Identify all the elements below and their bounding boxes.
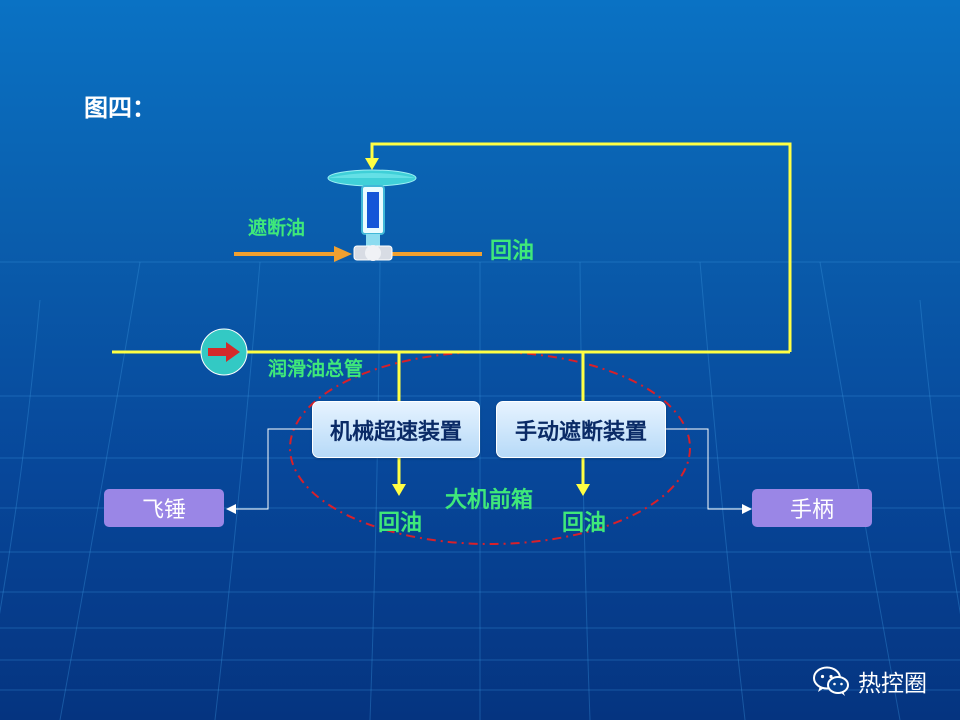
return-oil-label-right: 回油 (562, 510, 607, 536)
handle-arrow-head (742, 504, 752, 514)
connector-to-handle (664, 428, 746, 510)
mechanical-overspeed-box: 机械超速装置 (312, 401, 480, 458)
oil-loop-pipe (370, 142, 792, 352)
page-title: 图四： (84, 93, 156, 122)
valve-icon (327, 169, 417, 261)
return-oil-label-left: 回油 (378, 510, 423, 536)
return-arrow-left (392, 484, 406, 496)
hammer-arrow-head (226, 504, 236, 514)
watermark: 热控圈 (812, 664, 927, 698)
return-oil-label-top: 回油 (490, 238, 535, 264)
connector-to-hammer (232, 428, 312, 510)
loop-arrow-head (365, 158, 379, 170)
front-box-label: 大机前箱 (445, 487, 534, 513)
cutoff-oil-label: 遮断油 (248, 217, 306, 239)
wechat-icon (813, 666, 849, 696)
manual-trip-box: 手动遮断装置 (496, 401, 666, 458)
return-arrow-right (576, 484, 590, 496)
handle-pill: 手柄 (752, 489, 872, 527)
flow-direction-icon (200, 328, 248, 376)
cutoff-arrow-head (334, 246, 352, 262)
watermark-text: 热控圈 (858, 671, 927, 697)
flyweight-hammer-pill: 飞锤 (104, 489, 224, 527)
main-pipe-label: 润滑油总管 (268, 358, 364, 380)
